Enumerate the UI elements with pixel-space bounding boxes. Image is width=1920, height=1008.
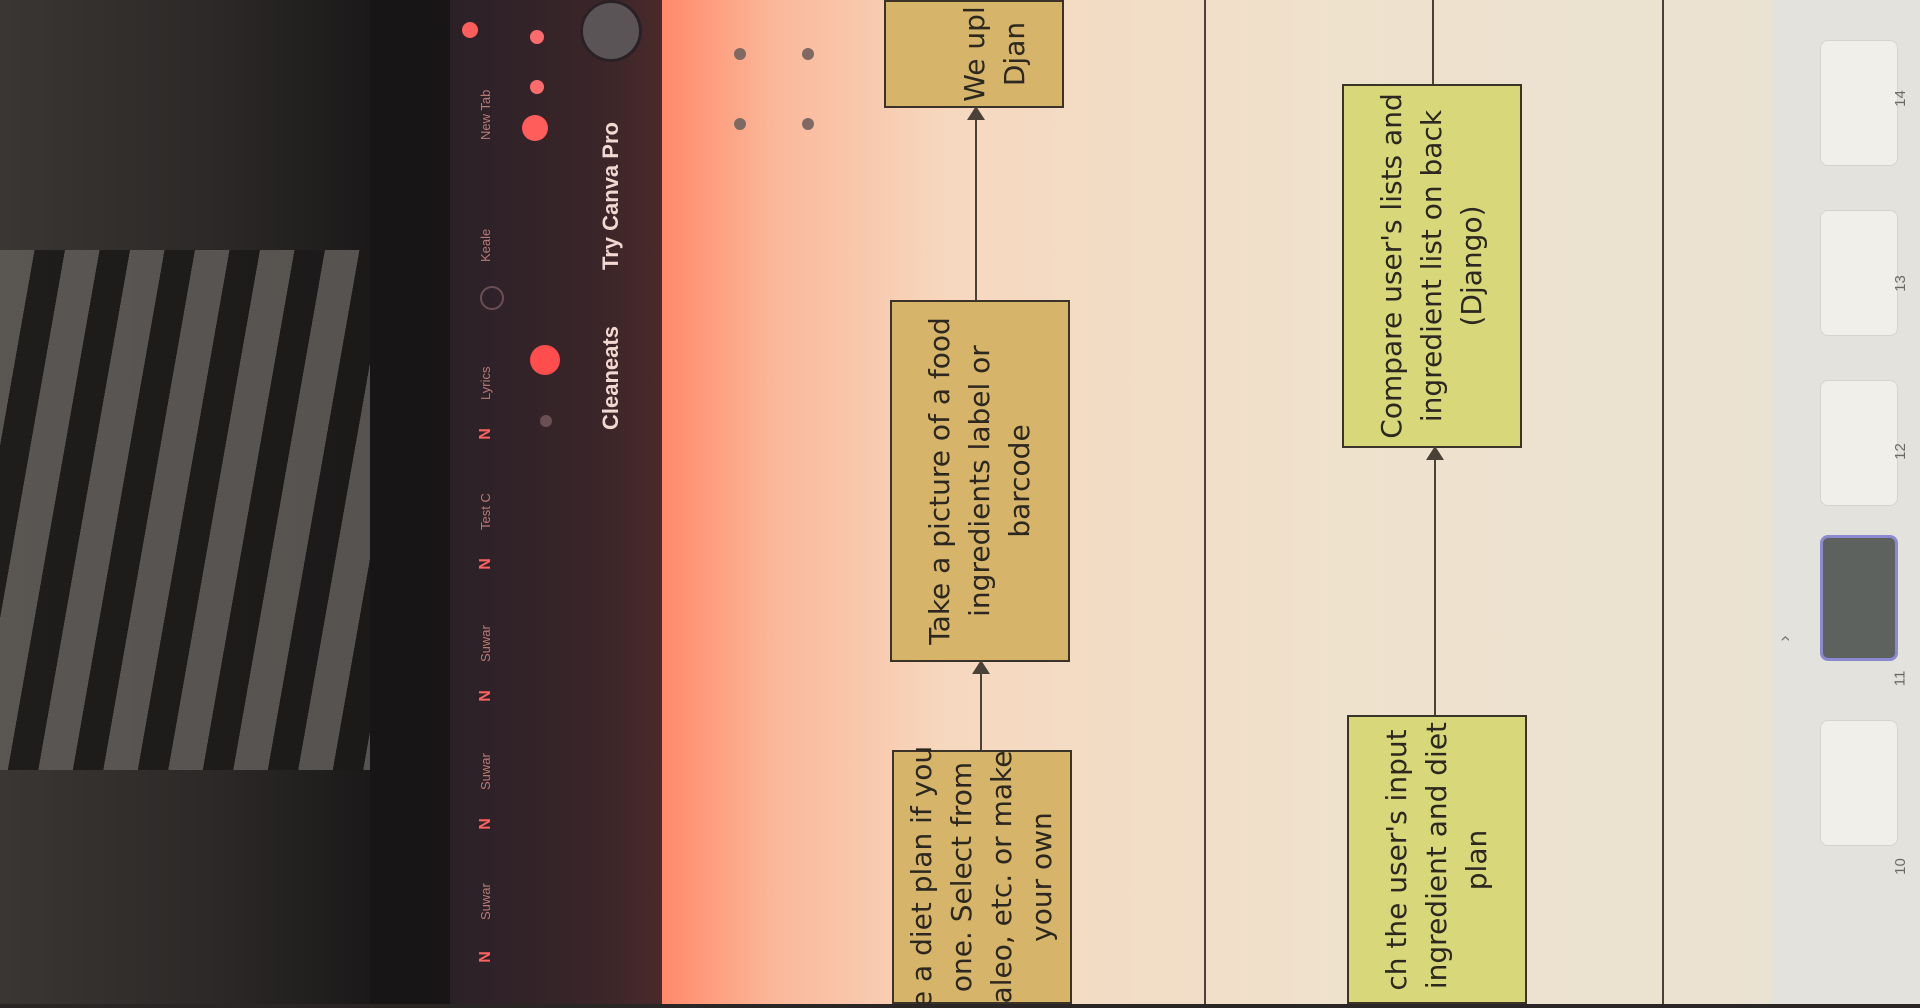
browser-tab[interactable]: Keale (478, 228, 493, 262)
flow-box[interactable]: We upl Djan (884, 0, 1064, 108)
extension-icon[interactable] (530, 80, 544, 94)
flow-box[interactable]: Take a picture of a food ingredients lab… (890, 300, 1070, 662)
flow-box-text: We upl Djan (958, 6, 1032, 102)
flow-box-text: Take a picture of a food ingredients lab… (923, 317, 1036, 645)
connector-line (1434, 448, 1436, 715)
connector-line (975, 108, 977, 300)
arrow-icon (1426, 446, 1444, 460)
extension-icon[interactable] (462, 22, 478, 38)
tab-favicon-icon: N (476, 428, 494, 440)
flow-box[interactable]: e a diet plan if you one. Select from al… (892, 746, 1072, 1008)
extension-icon[interactable] (530, 345, 560, 375)
project-title[interactable]: Cleaneats (598, 326, 623, 430)
connector-line (980, 662, 982, 750)
page-thumbnail[interactable] (1820, 210, 1898, 336)
tab-favicon-icon: N (476, 818, 494, 830)
browser-tab[interactable]: Suwar (478, 883, 493, 920)
arrow-icon (972, 660, 990, 674)
page-number: 14 (1891, 90, 1909, 107)
connector-line (1432, 0, 1434, 84)
arrow-icon (967, 106, 985, 120)
page-thumbnail[interactable] (1820, 380, 1898, 506)
tab-favicon-icon: N (476, 951, 494, 963)
page-thumbnail[interactable] (1820, 40, 1898, 166)
browser-tab[interactable]: Lyrics (478, 366, 493, 400)
lane-divider (1204, 0, 1206, 1004)
extension-icon[interactable] (522, 115, 548, 141)
extension-icon[interactable] (530, 30, 544, 44)
tab-favicon-icon (480, 286, 504, 310)
page-number: 13 (1891, 275, 1909, 292)
flow-box[interactable]: ch the user's input ingredient and diet … (1347, 715, 1527, 1004)
page-thumbnail-active[interactable] (1820, 535, 1898, 661)
avatar[interactable] (580, 0, 642, 62)
drag-handle-icon[interactable] (734, 118, 746, 130)
drag-handle-icon[interactable] (802, 118, 814, 130)
browser-toolbar: N Suwar N Suwar N Suwar N Test C N Lyric… (450, 0, 662, 1004)
reload-icon[interactable] (540, 415, 552, 427)
drag-handle-icon[interactable] (734, 48, 746, 60)
monitor-bezel (370, 0, 450, 1004)
chevron-icon[interactable]: › (1774, 635, 1795, 642)
flow-box-text: e a diet plan if you one. Select from al… (905, 745, 1058, 1008)
browser-tab[interactable]: Suwar (478, 625, 493, 662)
browser-tab[interactable]: Test C (478, 493, 493, 530)
browser-tab[interactable]: New Tab (478, 89, 493, 140)
page-number: 12 (1891, 443, 1909, 460)
page-thumbnail[interactable] (1820, 720, 1898, 846)
design-canvas[interactable]: e a diet plan if you one. Select from al… (662, 0, 1802, 1008)
tab-favicon-icon: N (476, 690, 494, 702)
page-number: 11 (1891, 670, 1909, 687)
flow-box[interactable]: Compare user's lists and ingredient list… (1342, 84, 1522, 448)
browser-tab[interactable]: Suwar (478, 753, 493, 790)
window-blinds (0, 250, 380, 770)
lane-divider (1662, 0, 1664, 1004)
try-canva-pro-button[interactable]: Try Canva Pro (598, 122, 623, 270)
tab-favicon-icon: N (476, 558, 494, 570)
flow-box-text: ch the user's input ingredient and diet … (1380, 721, 1493, 991)
page-number: 10 (1891, 858, 1909, 875)
drag-handle-icon[interactable] (802, 48, 814, 60)
flow-box-text: Compare user's lists and ingredient list… (1375, 93, 1488, 439)
